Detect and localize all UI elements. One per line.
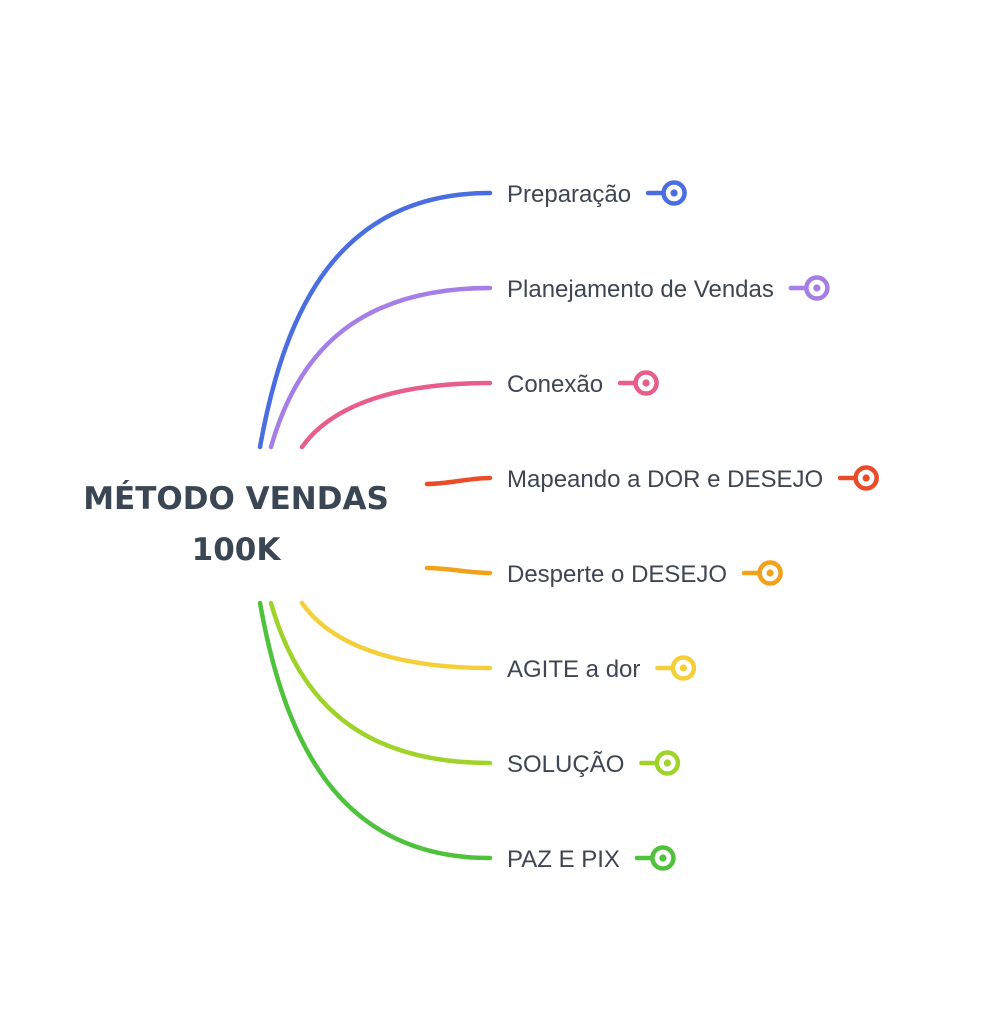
branch-label: SOLUÇÃO — [507, 751, 624, 778]
branch-node-7[interactable]: SOLUÇÃO — [507, 750, 681, 778]
branch-node-3[interactable]: Conexão — [507, 370, 659, 398]
branch-node-5[interactable]: Desperte o DESEJO — [507, 560, 783, 588]
root-node[interactable]: MÉTODO VENDAS 100K — [83, 481, 389, 568]
branch-links — [257, 190, 493, 861]
collapse-toggle-icon[interactable] — [788, 275, 830, 301]
collapse-toggle-icon[interactable] — [634, 845, 676, 871]
branch-link-4 — [424, 475, 493, 487]
root-title-line-2: 100K — [192, 532, 282, 568]
collapse-toggle-icon[interactable] — [617, 370, 659, 396]
collapse-toggle-icon[interactable] — [741, 560, 783, 586]
branch-node-1[interactable]: Preparação — [507, 180, 687, 208]
collapse-toggle-icon[interactable] — [639, 750, 681, 776]
root-title-line-1: MÉTODO VENDAS — [83, 481, 389, 517]
collapse-toggle-icon[interactable] — [837, 465, 879, 491]
branch-node-8[interactable]: PAZ E PIX — [507, 845, 676, 873]
branch-node-2[interactable]: Planejamento de Vendas — [507, 275, 830, 303]
branch-link-6 — [299, 600, 493, 671]
toggle-dot — [642, 379, 650, 387]
branch-label: Mapeando a DOR e DESEJO — [507, 466, 823, 493]
branch-link-5 — [424, 565, 493, 576]
collapse-toggle-icon[interactable] — [645, 180, 687, 206]
toggle-dot — [659, 854, 667, 862]
toggle-dot — [679, 664, 687, 672]
toggle-dot — [766, 569, 774, 577]
branch-label: PAZ E PIX — [507, 846, 620, 873]
branch-label: Desperte o DESEJO — [507, 561, 727, 588]
toggle-dot — [663, 759, 671, 767]
branch-label: AGITE a dor — [507, 656, 640, 683]
branch-node-4[interactable]: Mapeando a DOR e DESEJO — [507, 465, 879, 493]
toggle-dot — [670, 189, 678, 197]
branch-link-3 — [299, 380, 493, 450]
branch-link-7 — [268, 600, 493, 766]
toggle-dot — [813, 284, 821, 292]
toggle-dot — [862, 474, 870, 482]
branch-link-1 — [257, 190, 493, 450]
branch-link-8 — [257, 600, 493, 861]
collapse-toggle-icon[interactable] — [655, 655, 697, 681]
branch-label: Preparação — [507, 181, 631, 208]
branch-node-6[interactable]: AGITE a dor — [507, 655, 697, 683]
branch-label: Conexão — [507, 371, 603, 398]
branch-label: Planejamento de Vendas — [507, 276, 774, 303]
branch-link-2 — [268, 285, 493, 450]
